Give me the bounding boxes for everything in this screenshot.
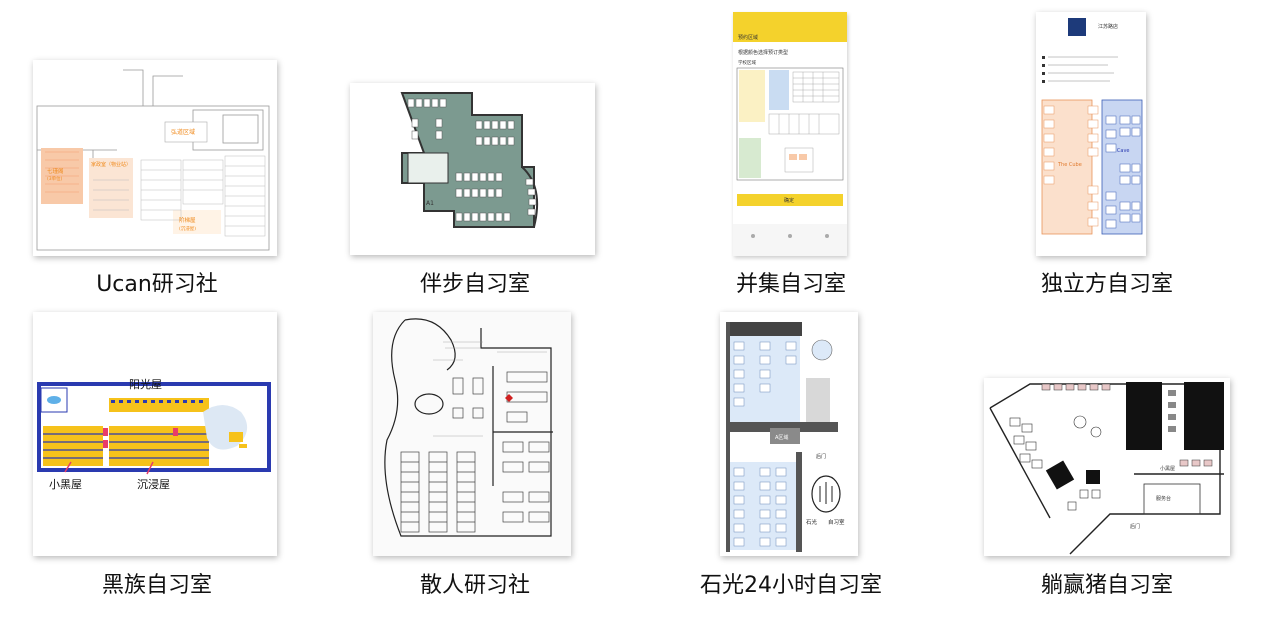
- floorplan-image[interactable]: 江苏路店 The Cube The Cave: [1036, 12, 1146, 256]
- confirm-button[interactable]: 确定: [784, 197, 794, 204]
- card-title[interactable]: 黑族自习室: [101, 573, 213, 598]
- zone-label: The Cave: [1105, 148, 1129, 154]
- hint-text: 学校区域: [738, 59, 756, 66]
- door-label: 后门: [1130, 523, 1140, 530]
- store-title: 江苏路店: [1098, 23, 1118, 30]
- zone-label: 七瑾阁: [47, 167, 64, 175]
- zone-label: (沉浸屋): [179, 225, 196, 232]
- floorplan-image[interactable]: 弘道区域 七瑾阁 (3单位) 家政室（物业站） 阶梯屋 (沉浸屋): [33, 60, 277, 256]
- floorplan-image[interactable]: 预约区域 根据颜色选择预订类型 学校区域 确定: [733, 12, 847, 256]
- zone-label: A区域: [775, 434, 788, 441]
- card-title[interactable]: Ucan研习社: [96, 272, 218, 297]
- zone-label: 小黑屋: [1160, 465, 1175, 472]
- zone-label: 阳光屋: [129, 377, 162, 391]
- card-title[interactable]: 躺赢猪自习室: [1040, 573, 1174, 598]
- floorplan-image[interactable]: A1: [350, 83, 595, 255]
- card-title[interactable]: 散人研习社: [419, 573, 531, 598]
- zone-label: 阶梯屋: [179, 216, 196, 224]
- floorplan-image[interactable]: [373, 312, 571, 556]
- card-title[interactable]: 并集自习室: [735, 272, 847, 297]
- zone-label: 服务台: [1156, 495, 1171, 502]
- app-header: 预约区域: [738, 34, 758, 41]
- zone-label: 家政室（物业站）: [91, 161, 131, 168]
- hint-text: 根据颜色选择预订类型: [738, 49, 788, 56]
- zone-label: 小黑屋: [49, 478, 82, 491]
- floorplan-image[interactable]: 阳光屋 小黑屋 沉浸屋: [33, 312, 277, 556]
- zone-label: (3单位): [47, 175, 63, 182]
- logo-text: 自习室: [828, 518, 845, 526]
- card-title[interactable]: 伴步自习室: [419, 272, 531, 297]
- card-title[interactable]: 石光24小时自习室: [700, 573, 882, 598]
- zone-label: The Cube: [1057, 162, 1082, 168]
- zone-label: 弘道区域: [171, 128, 195, 136]
- zone-label: 沉浸屋: [137, 478, 170, 491]
- card-title[interactable]: 独立方自习室: [1040, 272, 1174, 297]
- floorplan-image[interactable]: 小黑屋 服务台 后门: [984, 378, 1230, 556]
- zone-label: A1: [426, 200, 434, 207]
- floorplan-image[interactable]: A区域 后门 石光 自习室: [720, 312, 858, 556]
- door-label: 后门: [816, 453, 826, 460]
- logo-text: 石光: [806, 518, 818, 526]
